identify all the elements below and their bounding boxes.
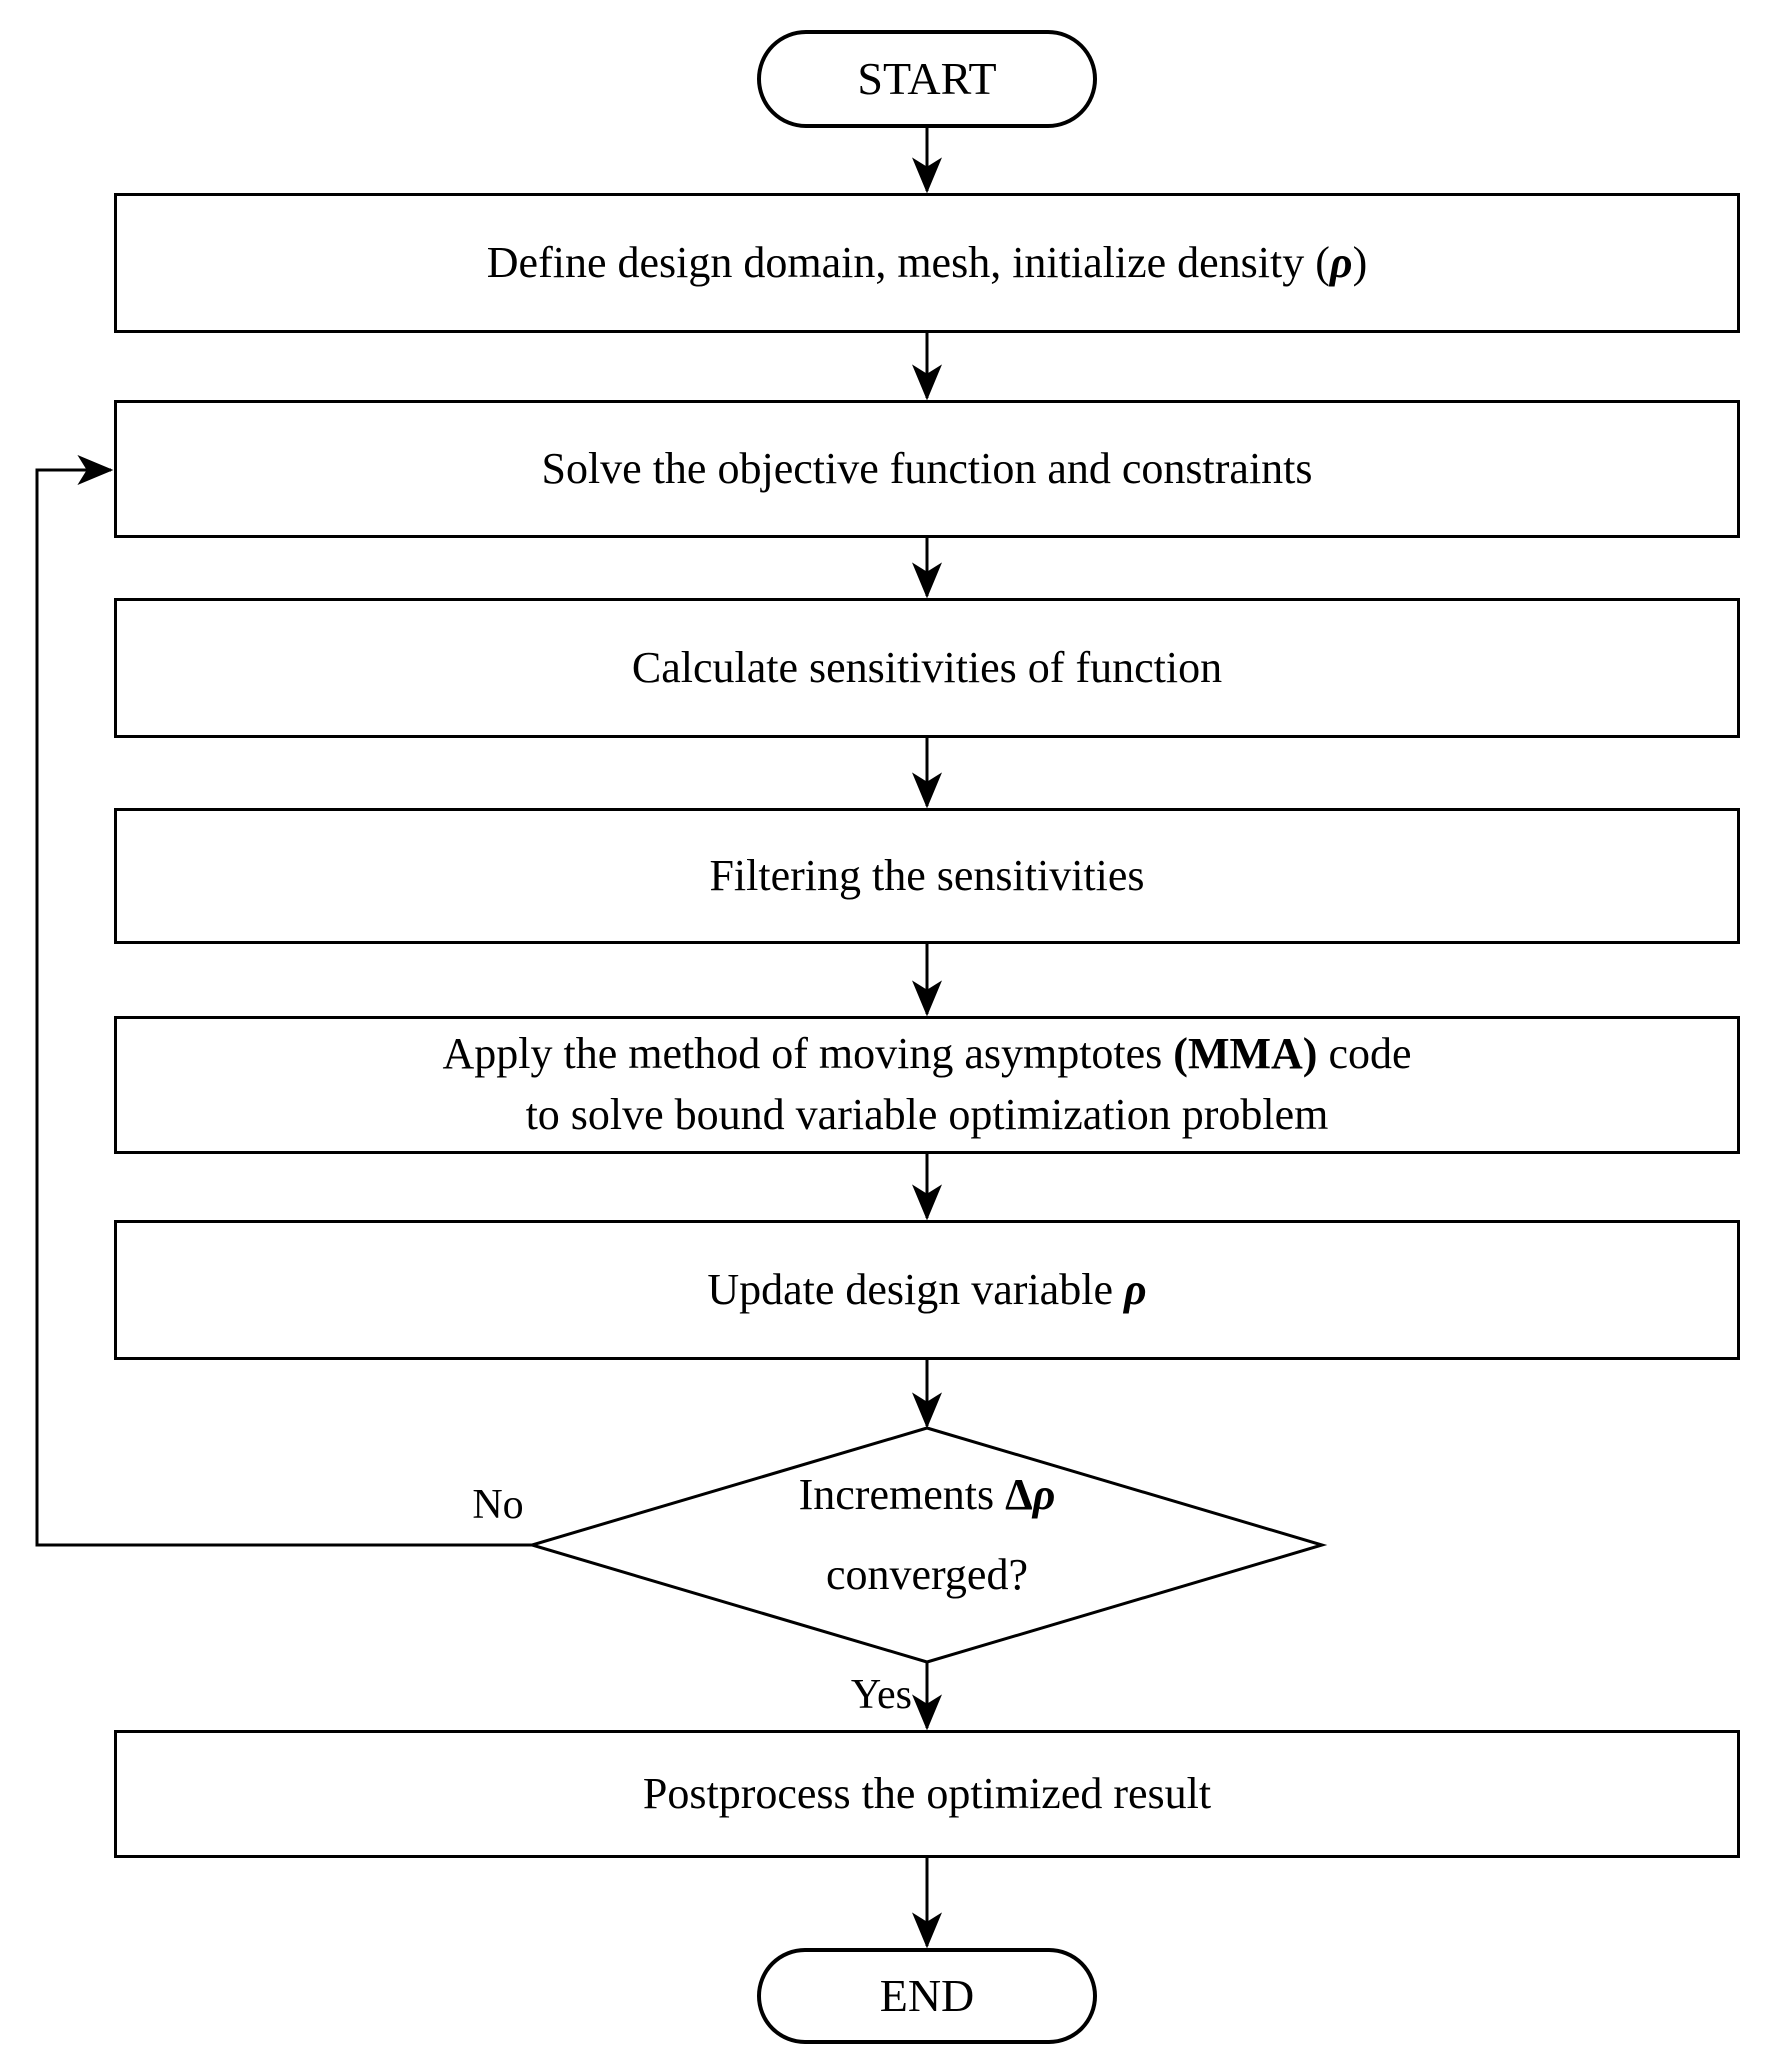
node-update-label: Update design variable ρ xyxy=(707,1260,1146,1321)
arrow-decision-no-loop xyxy=(35,455,532,1547)
node-solve-label: Solve the objective function and constra… xyxy=(541,443,1313,493)
node-define-label: Define design domain, mesh, initialize d… xyxy=(487,233,1367,294)
node-mma-line1-tail: code xyxy=(1317,1029,1412,1079)
rho-symbol: ρ xyxy=(1329,237,1353,287)
node-define-label-close: ) xyxy=(1352,237,1368,287)
mma-abbrev: (MMA) xyxy=(1173,1029,1318,1079)
node-decision-line1: Increments Δρ xyxy=(577,1455,1277,1535)
node-define-design-domain: Define design domain, mesh, initialize d… xyxy=(114,193,1740,333)
node-decision-line2: converged? xyxy=(826,1550,1028,1599)
node-mma-line2: to solve bound variable optimization pro… xyxy=(525,1090,1329,1139)
node-decision-label: Increments Δρ converged? xyxy=(577,1455,1277,1615)
edge-label-yes: Yes xyxy=(850,1672,912,1718)
rho-symbol: ρ xyxy=(1123,1264,1147,1314)
rho-symbol: ρ xyxy=(1032,1470,1056,1519)
node-update-label-text: Update design variable xyxy=(707,1264,1124,1314)
node-solve-objective: Solve the objective function and constra… xyxy=(114,400,1740,538)
node-define-label-text: Define design domain, mesh, initialize d… xyxy=(486,237,1330,287)
node-mma-line1-text: Apply the method of moving asymptotes xyxy=(442,1029,1174,1079)
edge-label-no: No xyxy=(472,1482,524,1528)
node-end-label: END xyxy=(879,1970,975,2022)
node-start-label: START xyxy=(857,53,997,105)
node-postprocess-label: Postprocess the optimized result xyxy=(642,1768,1212,1818)
node-update-design-variable: Update design variable ρ xyxy=(114,1220,1740,1360)
node-mma-line1: Apply the method of moving asymptotes (M… xyxy=(442,1024,1411,1085)
node-start: START xyxy=(757,30,1097,128)
node-filtering-sensitivities: Filtering the sensitivities xyxy=(114,808,1740,944)
node-decision-line1-text: Increments xyxy=(798,1470,1006,1519)
node-calculate-sensitivities: Calculate sensitivities of function xyxy=(114,598,1740,738)
node-mma-label: Apply the method of moving asymptotes (M… xyxy=(442,1024,1411,1145)
node-apply-mma: Apply the method of moving asymptotes (M… xyxy=(114,1016,1740,1154)
node-filtering-label: Filtering the sensitivities xyxy=(709,850,1145,900)
node-postprocess-result: Postprocess the optimized result xyxy=(114,1730,1740,1858)
node-sensitivities-label: Calculate sensitivities of function xyxy=(631,642,1223,692)
delta-symbol: Δ xyxy=(1005,1470,1033,1519)
node-end: END xyxy=(757,1948,1097,2044)
